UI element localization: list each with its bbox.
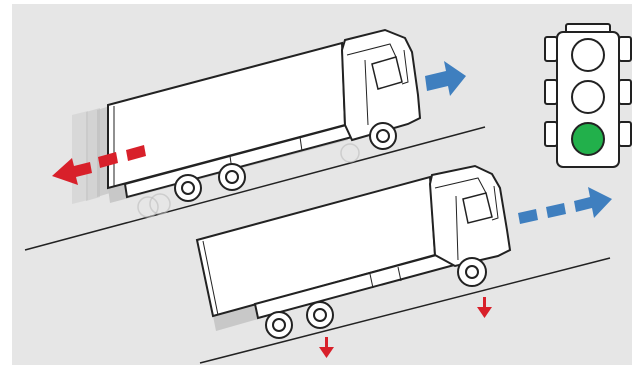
forward-arrow-icon [425,61,466,96]
drive-arrow-icon [518,187,612,224]
lower-truck-rear-wheel-2 [306,301,334,329]
traffic-light-top-lamp [571,38,605,72]
traffic-light-green-lamp [571,122,605,156]
load-arrow-icon-rear [319,337,334,358]
upper-truck-group [72,28,422,218]
traffic-light-icon [544,23,632,168]
lower-truck-cab [428,164,512,268]
lower-truck-front-wheel [457,257,487,287]
upper-truck-rear-wheel-1 [174,174,202,202]
load-arrow-icon-front [477,297,492,318]
rollback-arrow-icon [52,145,146,185]
lower-truck-group [195,164,512,339]
road-line-upper [24,126,486,251]
traffic-light-middle-lamp [571,80,605,114]
road-line-lower [199,257,611,364]
upper-truck-front-wheel [369,122,397,150]
lower-truck-rear-wheel-1 [265,311,293,339]
upper-truck-rear-wheel-2 [218,163,246,191]
upper-truck-cab [340,28,422,142]
